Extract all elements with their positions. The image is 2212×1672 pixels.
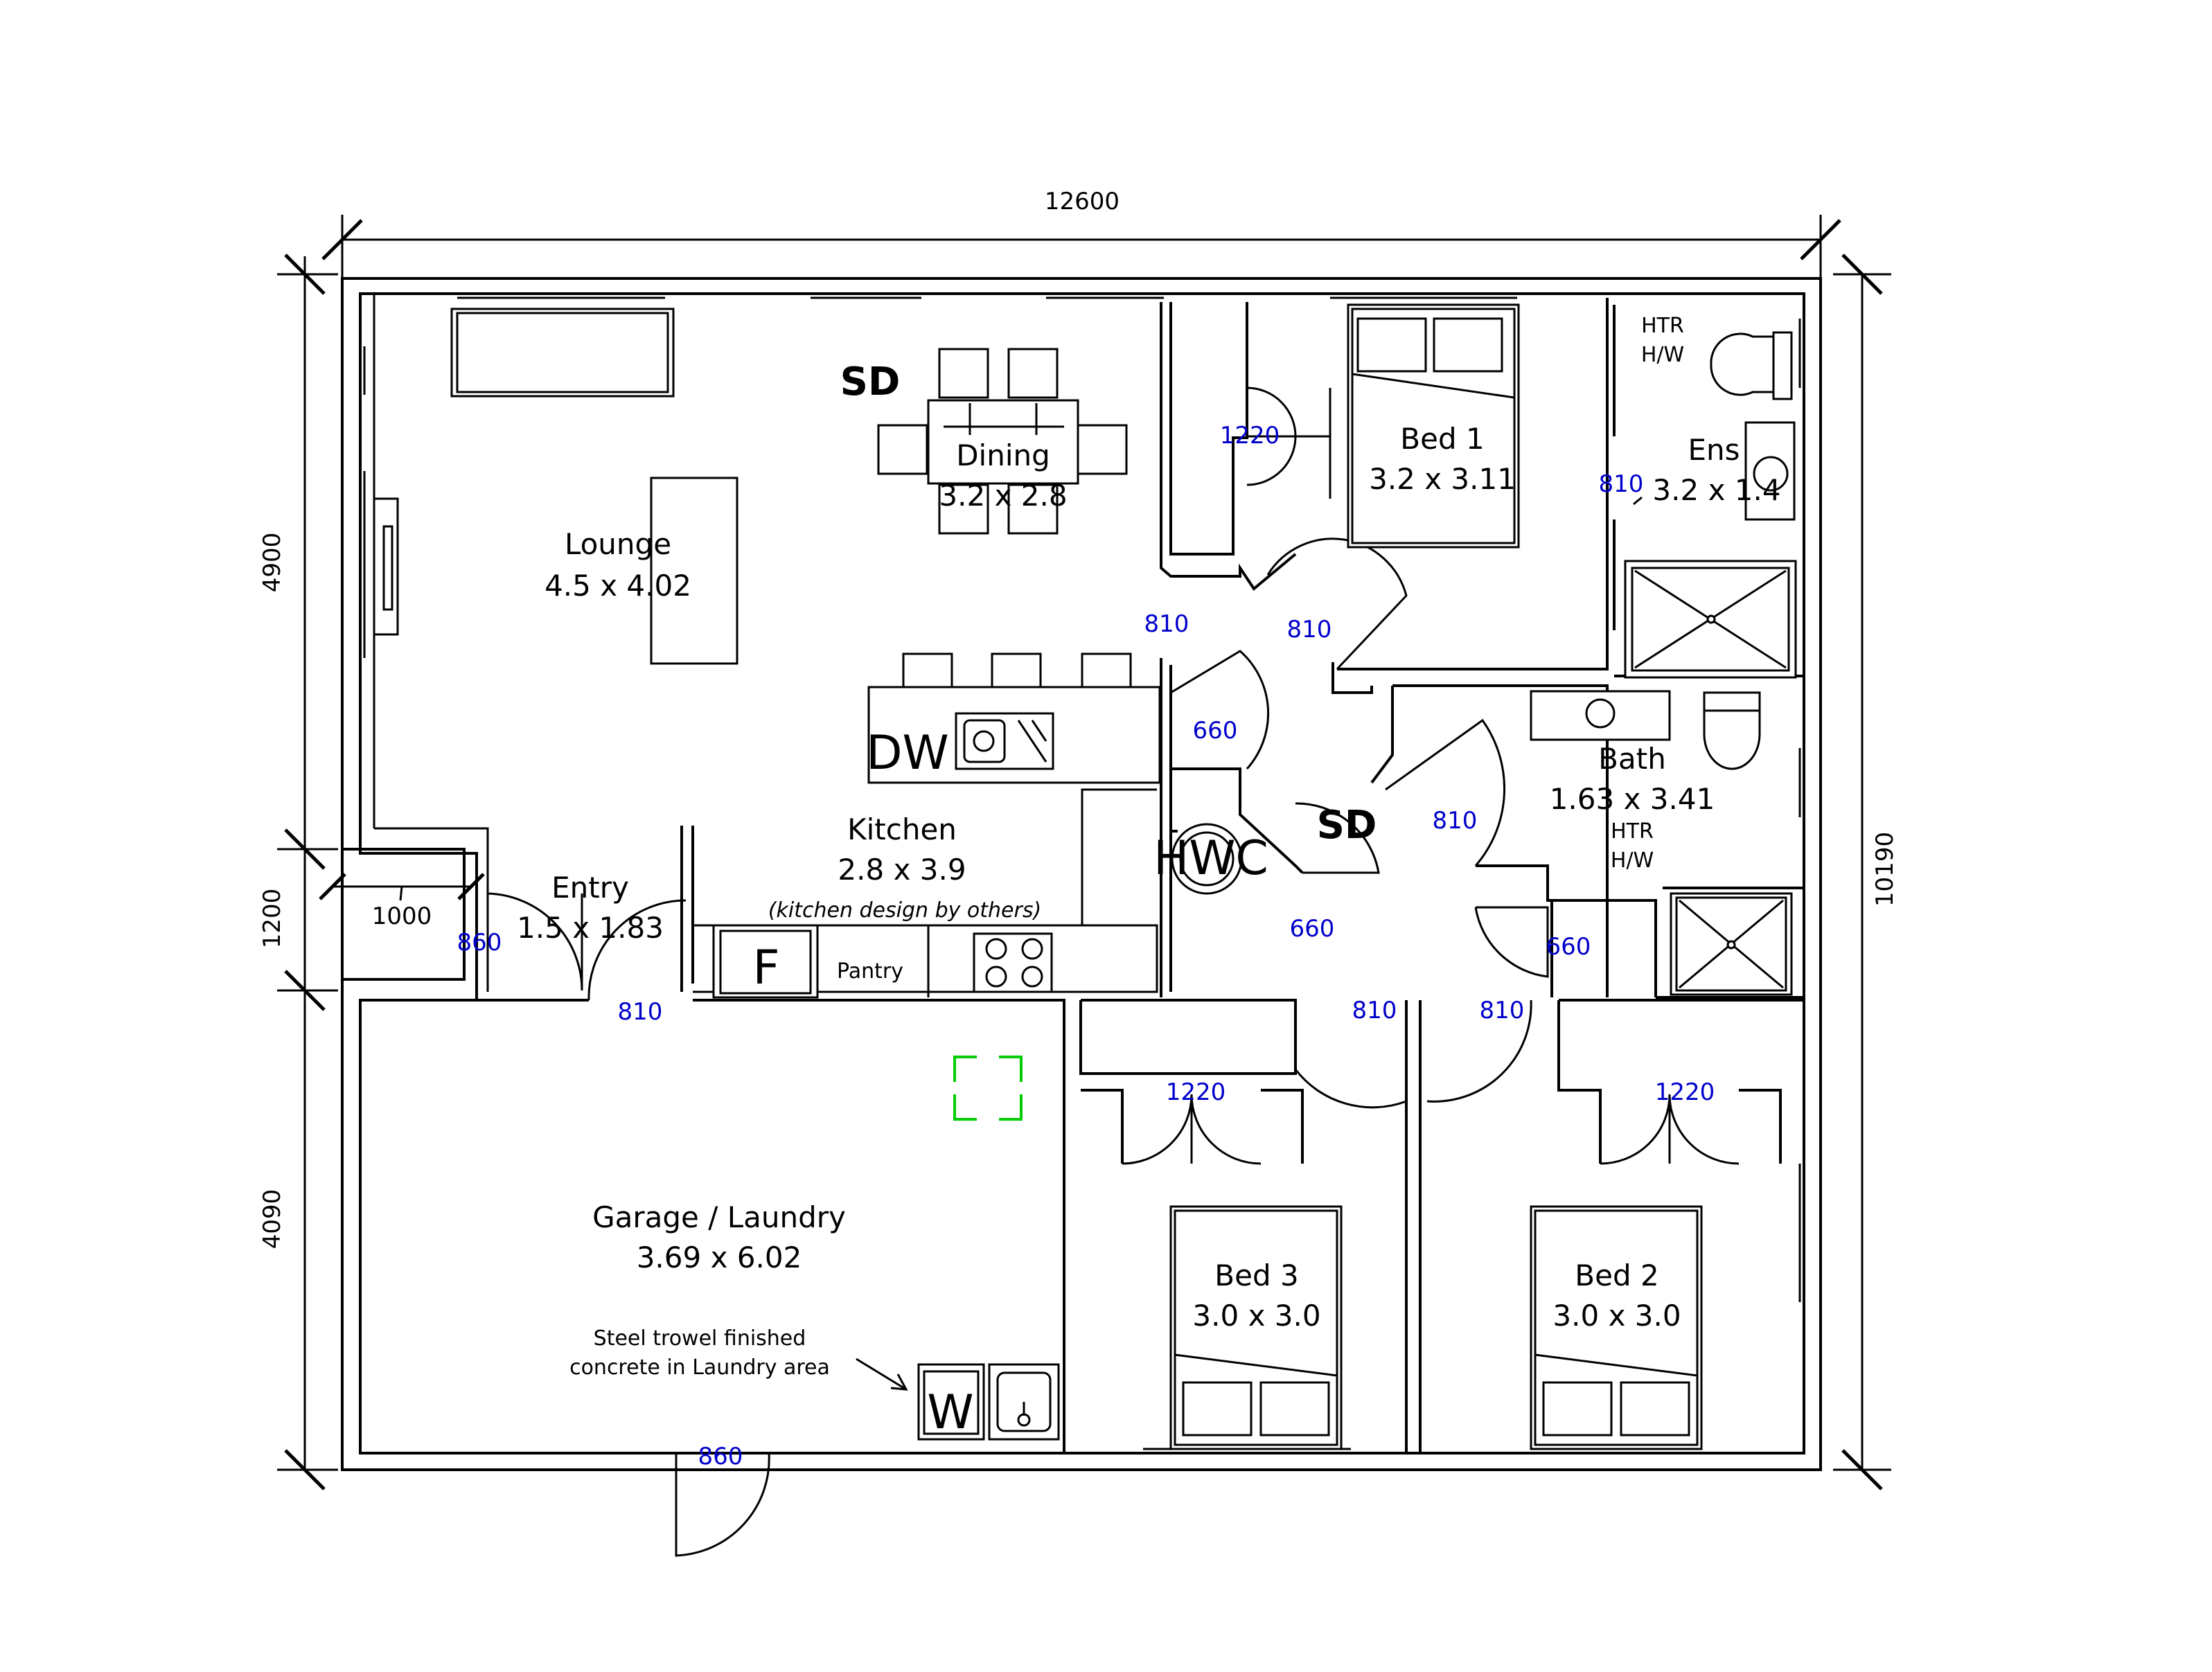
bed2-name: Bed 2: [1575, 1259, 1658, 1292]
door-hall-top: 810: [1144, 610, 1189, 638]
dimension-lines: 12600 10190 4900 1200 4090 1000: [258, 188, 1899, 1491]
door-bed1: 810: [1287, 616, 1332, 643]
sd-hall: SD: [1317, 803, 1377, 848]
bath-hw: H/W: [1611, 848, 1654, 873]
dishwasher-label: DW: [866, 726, 949, 781]
door-width-labels: 1220 810 810 810 660 810 660 660 860 810…: [457, 422, 1715, 1470]
door-wardrobe-bed1: 1220: [1220, 422, 1280, 450]
door-garage: 860: [698, 1443, 743, 1470]
bath-size: 1.63 x 3.41: [1550, 782, 1715, 816]
laundry-note-line2: concrete in Laundry area: [569, 1355, 830, 1380]
dim-left-upper: 4900: [258, 533, 286, 593]
furniture: [373, 303, 1797, 1450]
dim-right-overall: 10190: [1871, 832, 1899, 907]
ens-size: 3.2 x 1.4: [1652, 473, 1780, 507]
dining-name: Dining: [956, 438, 1050, 472]
door-kitchen-side: 660: [1193, 717, 1238, 745]
entry-size: 1.5 x 1.83: [517, 911, 664, 945]
washer-label: W: [927, 1385, 973, 1440]
door-hwc: 660: [1290, 915, 1335, 943]
hwc-label: HWC: [1153, 831, 1268, 886]
door-entry-front: 860: [457, 929, 502, 957]
door-bed3: 810: [1352, 997, 1397, 1024]
bed3-size: 3.0 x 3.0: [1192, 1299, 1320, 1333]
smoke-detector-marker: [953, 1056, 1023, 1121]
garage-name: Garage / Laundry: [592, 1200, 846, 1234]
ens-hw: H/W: [1641, 343, 1684, 367]
door-wardrobe-bed3: 1220: [1166, 1078, 1226, 1106]
kitchen-note: (kitchen design by others): [768, 898, 1041, 923]
dim-left-mid: 1200: [258, 889, 286, 949]
ens-name: Ens: [1688, 433, 1740, 467]
dim-top-overall: 12600: [1045, 188, 1120, 215]
ens-htr: HTR: [1641, 314, 1684, 338]
fridge-label: F: [752, 941, 779, 995]
door-entry-inner: 810: [618, 998, 663, 1026]
garage-size: 3.69 x 6.02: [637, 1240, 802, 1274]
laundry-note-line1: Steel trowel finished: [594, 1326, 806, 1351]
bath-name: Bath: [1598, 742, 1666, 776]
external-walls: [341, 277, 1822, 1471]
kitchen-size: 2.8 x 3.9: [838, 853, 966, 887]
dining-size: 3.2 x 2.8: [939, 479, 1067, 513]
room-labels: Lounge 4.5 x 4.02 Dining 3.2 x 2.8 Kitch…: [517, 314, 1781, 1440]
dim-left-lower: 4090: [258, 1189, 286, 1249]
bed1-size: 3.2 x 3.11: [1369, 462, 1516, 496]
door-swings: [487, 386, 1740, 1557]
bath-htr: HTR: [1611, 819, 1654, 844]
sd-dining: SD: [840, 359, 901, 404]
lounge-name: Lounge: [565, 527, 671, 561]
bed3-name: Bed 3: [1214, 1259, 1298, 1292]
internal-walls: [360, 298, 1804, 1453]
entry-name: Entry: [551, 871, 629, 905]
dim-entry-width: 1000: [372, 902, 432, 930]
door-ens: 810: [1599, 470, 1644, 498]
lounge-size: 4.5 x 4.02: [545, 569, 691, 603]
door-bed2: 810: [1480, 997, 1525, 1024]
pantry-label: Pantry: [837, 959, 903, 984]
door-bath: 810: [1433, 807, 1478, 835]
door-wardrobe-bed2: 1220: [1655, 1078, 1715, 1106]
door-linen: 660: [1546, 933, 1591, 961]
bed2-size: 3.0 x 3.0: [1552, 1299, 1681, 1333]
bed1-name: Bed 1: [1400, 422, 1484, 456]
kitchen-name: Kitchen: [847, 812, 957, 846]
